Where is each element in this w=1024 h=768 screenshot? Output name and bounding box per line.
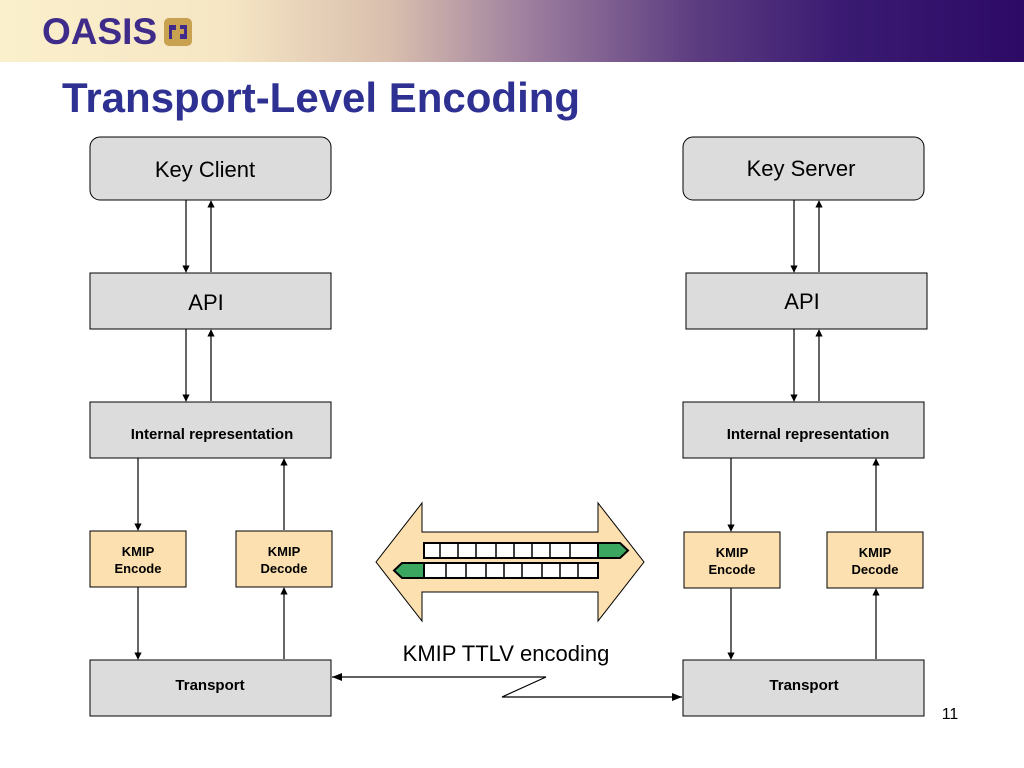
client-encode-line2: Encode [115, 561, 162, 576]
client-internal-box [89, 401, 332, 459]
server-decode-line2: Decode [852, 562, 899, 577]
oasis-emblem-icon [164, 18, 193, 46]
logo-text: OASIS [42, 11, 158, 52]
server-kmip-decode-box [826, 531, 924, 589]
client-transport-label: Transport [175, 677, 244, 694]
key-client-box [89, 136, 332, 201]
key-client-label: Key Client [155, 157, 255, 182]
transport-link-line [332, 676, 682, 698]
client-transport-box [89, 659, 332, 717]
page-number: 11 [941, 706, 959, 723]
client-decode-line1: KMIP [268, 544, 301, 559]
client-internal-label: Internal representation [131, 426, 294, 443]
ttlv-double-arrow [375, 501, 645, 623]
transport-link-arrowhead-right [672, 693, 682, 701]
client-stack: Key Client API Internal representation K… [89, 136, 333, 717]
client-encode-line1: KMIP [122, 544, 155, 559]
client-decode-line2: Decode [261, 561, 308, 576]
packet-to-server [423, 542, 630, 559]
server-internal-box [682, 401, 925, 459]
server-transport-label: Transport [769, 677, 838, 694]
server-api-label: API [784, 289, 819, 314]
packet-head-right [597, 542, 630, 559]
client-kmip-decode-box [235, 530, 333, 588]
server-transport-box [682, 659, 925, 717]
packet-to-client [392, 562, 599, 579]
packet-head-left [392, 562, 425, 579]
server-decode-line1: KMIP [859, 545, 892, 560]
transport-link-arrowhead-left [332, 673, 342, 681]
server-encode-line1: KMIP [716, 545, 749, 560]
client-kmip-encode-box [89, 530, 187, 588]
server-internal-label: Internal representation [727, 426, 890, 443]
server-kmip-encode-box [683, 531, 781, 589]
key-server-box [682, 136, 925, 201]
server-api-box [685, 272, 928, 330]
key-server-label: Key Server [747, 156, 856, 181]
server-stack: Key Server API Internal representation K… [682, 136, 928, 717]
server-encode-line2: Encode [709, 562, 756, 577]
slide-title: Transport-Level Encoding [62, 74, 581, 121]
client-api-label: API [188, 290, 223, 315]
oasis-logo: OASIS [42, 12, 193, 52]
ttlv-encoding-label: KMIP TTLV encoding [403, 641, 610, 666]
client-api-box [89, 272, 332, 330]
